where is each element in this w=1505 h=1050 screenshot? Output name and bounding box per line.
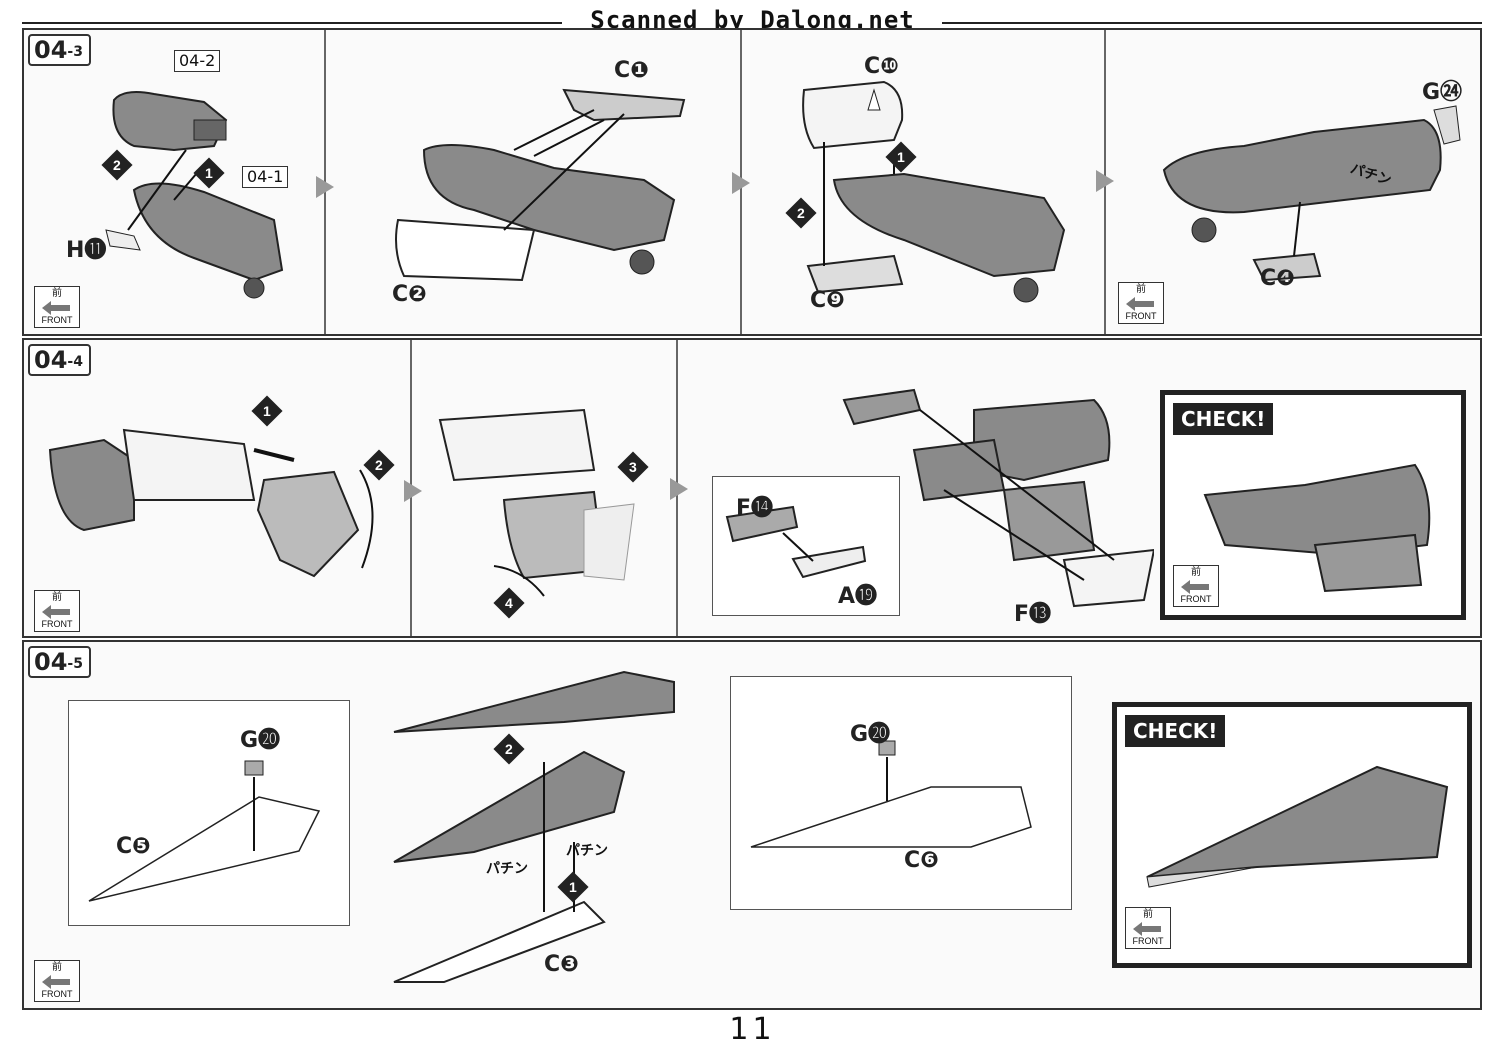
page-number: 11 bbox=[729, 1012, 776, 1047]
next-arrow-icon bbox=[404, 480, 422, 502]
header-rule-right bbox=[942, 22, 1482, 24]
part-label: C❶ bbox=[614, 58, 649, 83]
wing-assembly-illustration bbox=[393, 670, 675, 983]
part-label: F⓭ bbox=[1014, 602, 1052, 627]
arm-cover-illustration bbox=[802, 80, 1066, 303]
detail-inset bbox=[712, 476, 900, 616]
arm-assembly-illustration bbox=[395, 88, 686, 282]
leg-fold-illustration bbox=[438, 408, 635, 597]
part-label: G㉔ bbox=[1422, 80, 1463, 105]
step-tag: 04-5 bbox=[28, 646, 91, 678]
check-illustration bbox=[1146, 765, 1449, 888]
header-rule-left bbox=[22, 22, 562, 24]
part-label: H⓫ bbox=[66, 238, 107, 263]
part-label: C❻ bbox=[904, 848, 939, 873]
part-label: A⓳ bbox=[838, 584, 878, 609]
part-label: G⓴ bbox=[240, 728, 281, 753]
part-label: C❺ bbox=[116, 834, 151, 859]
ref-tag: 04-2 bbox=[174, 50, 221, 72]
part-label: F⓮ bbox=[736, 496, 774, 521]
arm-parts-illustration bbox=[105, 91, 284, 299]
wing-part-illustration bbox=[750, 740, 1032, 848]
check-title: CHECK! bbox=[1173, 403, 1274, 435]
snap-sound-label: パチン bbox=[486, 860, 528, 876]
part-label: C❷ bbox=[392, 282, 427, 307]
step-tag: 04-4 bbox=[28, 344, 91, 376]
next-arrow-icon bbox=[316, 176, 334, 198]
part-label: C❹ bbox=[1260, 266, 1295, 291]
step-row-04-5: 04-5 G⓴ C❺ 2 1 パチン パチン C❸ G⓴ C❻ CHECK! bbox=[22, 640, 1482, 1010]
part-label: C❾ bbox=[810, 288, 845, 313]
part-detail-illustration bbox=[725, 505, 867, 579]
detail-inset-right bbox=[730, 676, 1072, 910]
arm-complete-illustration bbox=[1162, 105, 1461, 282]
check-title: CHECK! bbox=[1125, 715, 1226, 747]
detail-inset-left bbox=[68, 700, 350, 926]
snap-sound-label: パチン bbox=[566, 842, 608, 858]
leg-panel-illustration bbox=[842, 388, 1154, 608]
check-illustration bbox=[1203, 463, 1431, 593]
next-arrow-icon bbox=[732, 172, 750, 194]
step-tag: 04-3 bbox=[28, 34, 91, 66]
next-arrow-icon bbox=[670, 478, 688, 500]
leg-hinge-illustration bbox=[48, 428, 374, 578]
part-label: G⓴ bbox=[850, 722, 891, 747]
wing-detail-illustration bbox=[88, 760, 321, 902]
part-label: C❸ bbox=[544, 952, 579, 977]
ref-tag: 04-1 bbox=[242, 166, 289, 188]
part-label: C❿ bbox=[864, 54, 899, 79]
next-arrow-icon bbox=[1096, 170, 1114, 192]
